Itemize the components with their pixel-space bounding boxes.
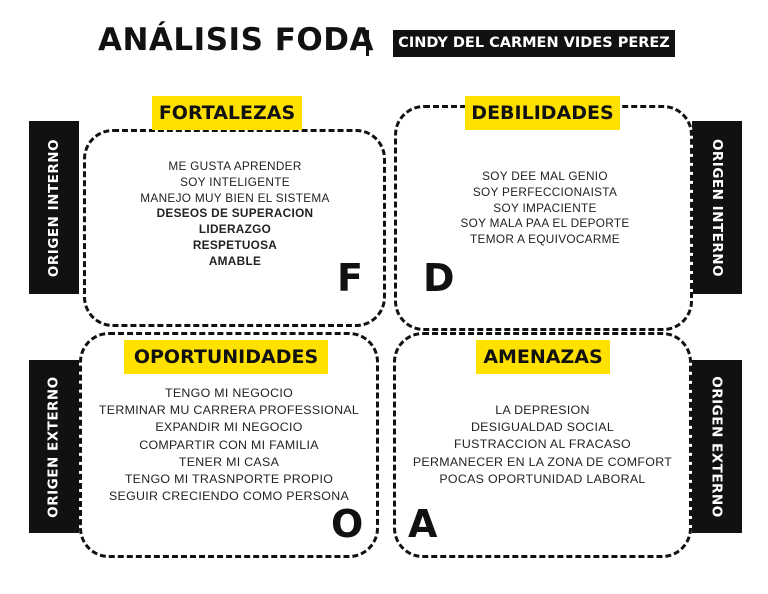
letter-f: F	[337, 256, 363, 300]
list-item: MANEJO MUY BIEN EL SISTEMA	[140, 190, 330, 205]
label-debilidades: DEBILIDADES	[465, 96, 620, 130]
side-label-internal-right: ORIGEN INTERNO	[692, 121, 742, 294]
list-item: SOY IMPACIENTE	[493, 200, 597, 215]
list-item: RESPETUOSA	[192, 237, 278, 252]
side-label-text: ORIGEN EXTERNO	[46, 375, 62, 518]
list-item: ME GUSTA APRENDER	[168, 159, 302, 173]
side-label-text: ORIGEN INTERNO	[46, 138, 62, 277]
list-item: POCAS OPORTUNIDAD LABORAL	[439, 471, 646, 486]
list-item: SOY PERFECCIONAISTA	[472, 184, 618, 199]
letter-o: O	[331, 502, 364, 546]
list-item: TEMOR A EQUIVOCARME	[470, 232, 620, 247]
list-item: SOY MALA PAA EL DEPORTE	[460, 216, 630, 231]
list-item: EXPANDIR MI NEGOCIO	[155, 420, 303, 435]
list-item: TENER MI CASA	[178, 454, 280, 469]
side-label-external-right: ORIGEN EXTERNO	[692, 360, 742, 533]
list-item: AMABLE	[208, 253, 262, 268]
list-item: COMPARTIR CON MI FAMILIA	[139, 437, 319, 452]
side-label-external-left: ORIGEN EXTERNO	[29, 360, 79, 533]
letter-d: D	[423, 256, 455, 300]
author-badge: CINDY DEL CARMEN VIDES PEREZ	[393, 30, 675, 57]
list-item: LA DEPRESION	[495, 403, 590, 417]
list-item: FUSTRACCION AL FRACASO	[454, 437, 631, 452]
list-item: TENGO MI TRASNPORTE PROPIO	[124, 472, 334, 487]
label-amenazas: AMENAZAS	[476, 340, 610, 374]
list-item: PERMANECER EN LA ZONA DE COMFORT	[412, 454, 673, 469]
list-amenazas: LA DEPRESION DESIGUALDAD SOCIAL FUSTRACCIO…	[410, 402, 675, 488]
label-fortalezas: FORTALEZAS	[152, 96, 302, 130]
label-oportunidades: OPORTUNIDADES	[124, 340, 328, 374]
letter-a: A	[408, 502, 438, 546]
list-item: SEGUIR CRECIENDO COMO PERSONA	[108, 489, 350, 504]
quadrant-amenazas	[393, 332, 692, 558]
list-item: TENGO MI NEGOCIO	[164, 386, 294, 400]
side-label-text: ORIGEN EXTERNO	[709, 375, 725, 518]
list-item: SOY DEE MAL GENIO	[482, 169, 608, 183]
quadrant-debilidades	[394, 105, 693, 331]
title-divider	[366, 30, 369, 56]
list-item: LIDERAZGO	[198, 222, 272, 237]
page-title: ANÁLISIS FODA	[98, 22, 374, 58]
quadrant-fortalezas	[83, 129, 386, 327]
side-label-internal-left: ORIGEN INTERNO	[29, 121, 79, 294]
list-item: DESEOS DE SUPERACION	[156, 206, 314, 221]
list-oportunidades: TENGO MI NEGOCIO TERMINAR MU CARRERA PROF…	[95, 385, 363, 505]
list-item: DESIGUALDAD SOCIAL	[470, 420, 615, 435]
side-label-text: ORIGEN INTERNO	[709, 138, 725, 277]
list-item: SOY INTELIGENTE	[180, 174, 290, 189]
list-item: TERMINAR MU CARRERA PROFESSIONAL	[98, 403, 360, 418]
